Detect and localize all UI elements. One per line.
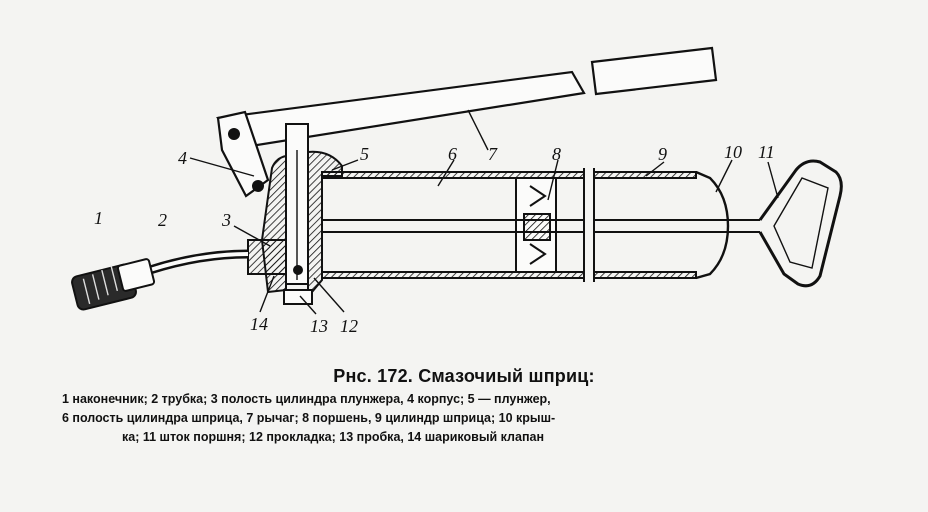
callout-5: 5 bbox=[360, 144, 369, 164]
grease-gun-drawing: 1 2 3 4 5 6 7 8 9 10 11 12 13 14 bbox=[71, 46, 843, 336]
rod-handle bbox=[758, 159, 843, 288]
callout-3: 3 bbox=[221, 210, 231, 230]
callout-14: 14 bbox=[250, 314, 268, 334]
legend-line: ка; 11 шток поршня; 12 прокладка; 13 про… bbox=[122, 430, 545, 444]
callout-12: 12 bbox=[340, 316, 358, 336]
plunger bbox=[285, 123, 309, 285]
callout-8: 8 bbox=[552, 144, 561, 164]
callout-10: 10 bbox=[724, 142, 742, 162]
figure-caption-title: Рнс. 172. Смазочиый шприц: bbox=[333, 366, 595, 386]
legend-line: 1 наконечник; 2 трубка; 3 полость цилинд… bbox=[62, 392, 551, 406]
callout-13: 13 bbox=[310, 316, 328, 336]
callout-11: 11 bbox=[758, 142, 775, 162]
cylinder bbox=[321, 168, 697, 282]
legend-line: 6 полость цилиндра шприца, 7 рычаг; 8 по… bbox=[62, 411, 556, 425]
callout-7: 7 bbox=[488, 144, 498, 164]
callout-9: 9 bbox=[658, 144, 667, 164]
nozzle bbox=[71, 258, 156, 311]
leader-lines bbox=[189, 109, 779, 315]
cap bbox=[695, 170, 730, 280]
callout-2: 2 bbox=[158, 210, 167, 230]
callout-1: 1 bbox=[94, 208, 103, 228]
callout-6: 6 bbox=[448, 144, 457, 164]
piston-rod bbox=[322, 219, 760, 233]
callout-4: 4 bbox=[178, 148, 187, 168]
